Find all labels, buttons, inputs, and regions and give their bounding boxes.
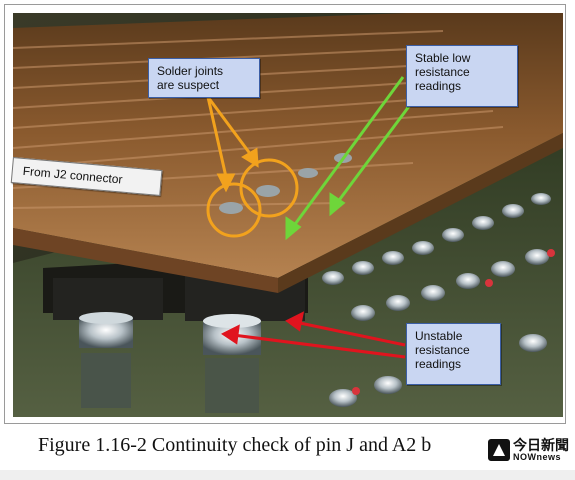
logo-chinese-text: 今日新聞 (513, 437, 569, 454)
logo-english-text: NOWnews (513, 451, 562, 462)
nownews-logo-icon (488, 439, 510, 461)
solder-joint-circle-1 (206, 182, 262, 238)
nownews-logo: 今日新聞 NOWnews (488, 435, 570, 465)
unstable-readings-callout: Unstable resistance readings (406, 323, 501, 385)
annotation-arrows (206, 76, 412, 359)
stable-readings-callout: Stable low resistance readings (406, 45, 518, 107)
figure-frame: From J2 connector Solder joints are susp… (4, 4, 566, 424)
solder-joints-callout: Solder joints are suspect (148, 58, 260, 98)
figure-caption: Figure 1.16-2 Continuity check of pin J … (38, 434, 432, 456)
solder-joint-circle-2 (239, 158, 299, 218)
footer-band (0, 470, 575, 480)
